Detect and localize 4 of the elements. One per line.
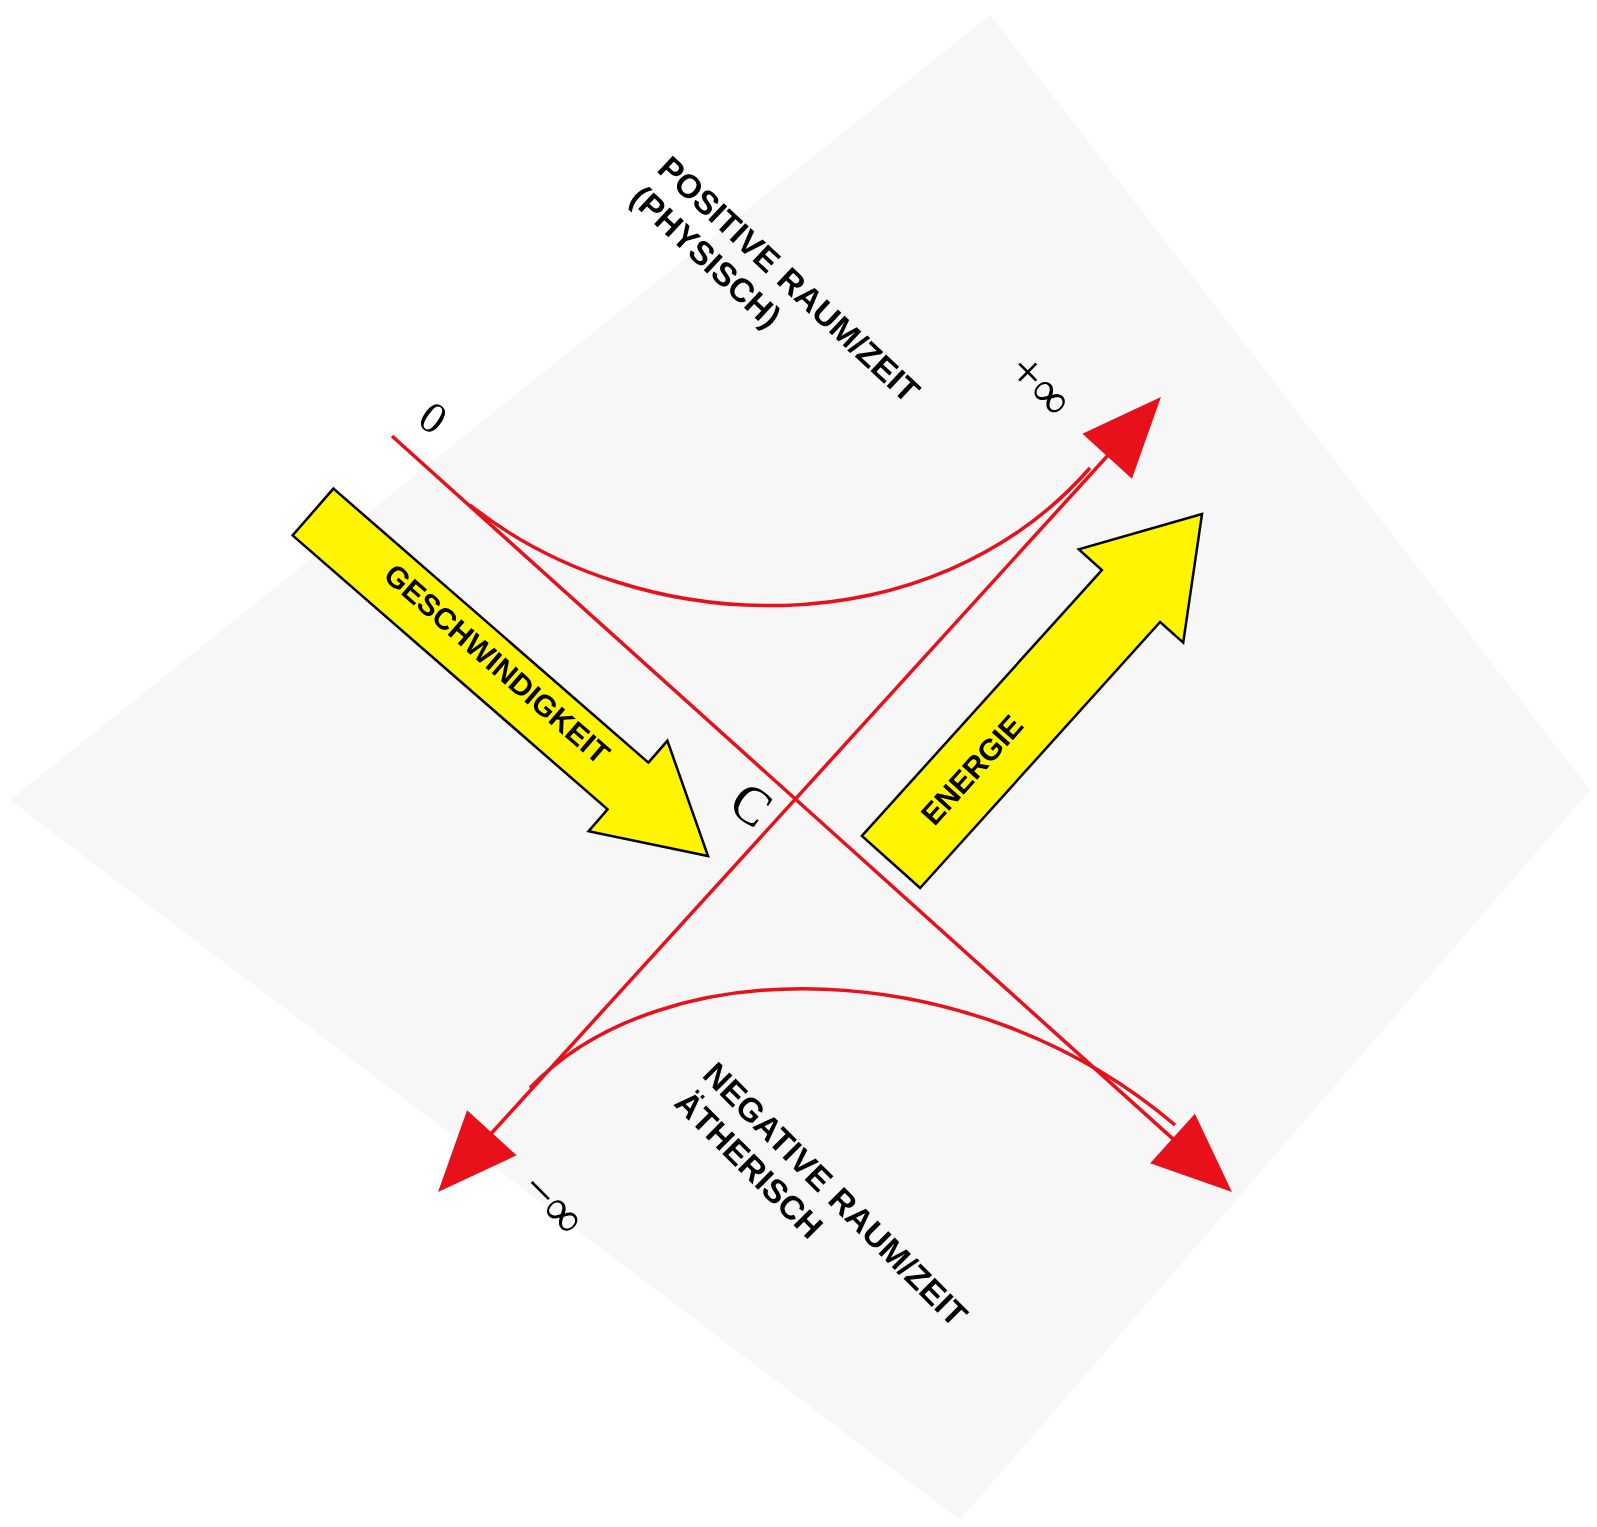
- axis-label: +∞: [1018, 362, 1065, 413]
- axis-label: 0: [420, 404, 446, 432]
- axis-label: −∞: [530, 1181, 578, 1231]
- axis-label: C: [734, 787, 773, 828]
